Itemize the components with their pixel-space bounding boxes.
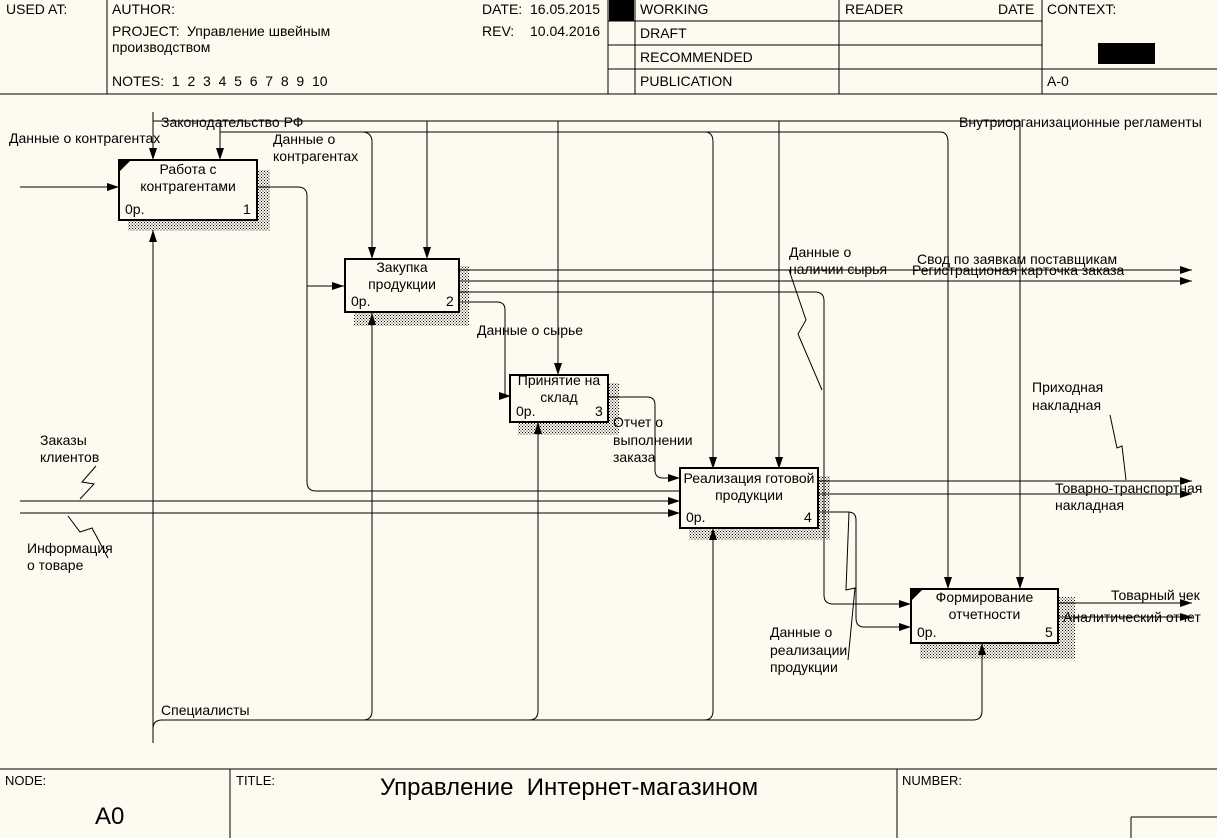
box-4-number: 4	[804, 509, 812, 525]
status-draft: DRAFT	[640, 25, 687, 41]
label-order-report-3: заказа	[613, 449, 656, 465]
box-5-number: 5	[1045, 624, 1053, 640]
project-label: PROJECT:	[112, 23, 180, 39]
activity-box-1	[118, 159, 258, 221]
page-title: Управление Интернет-магазином	[380, 774, 759, 801]
label-raw-data: Данные о сырье	[477, 322, 584, 338]
reader-label: READER	[845, 1, 904, 17]
box-3-title: Принятие на склад	[517, 372, 601, 405]
box-1-cost: 0р.	[125, 201, 145, 217]
label-law: Законодательство РФ	[161, 114, 304, 130]
project-line1: Управление швейным	[187, 23, 331, 39]
label-product-info-2: о товаре	[27, 557, 84, 573]
box-5-title: Формирование отчетности	[935, 589, 1034, 622]
label-receipt-2: накладная	[1032, 397, 1102, 413]
box-4-title: Реализация готовой продукции	[683, 470, 815, 503]
number-label: NUMBER:	[902, 773, 962, 788]
box-1-title: Работа с контрагентами	[140, 161, 236, 194]
box-2-title: Закупка продукции	[368, 259, 436, 292]
status-working: WORKING	[640, 1, 709, 17]
context-box	[1098, 43, 1155, 64]
label-receipt-check: Товарный чек	[1111, 587, 1200, 603]
reader-date-label: DATE	[998, 1, 1035, 17]
status-publication: PUBLICATION	[640, 73, 733, 89]
header-frame	[0, 0, 1217, 95]
rev-value: 10.04.2016	[530, 23, 601, 39]
working-marker	[609, 0, 634, 21]
label-raw-availability-1: Данные о	[789, 244, 852, 260]
label-supplier-summary: Свод по заявкам поставщикам	[917, 251, 1118, 267]
label-waybill-1: Товарно-транспортная	[1055, 480, 1203, 496]
activity-box-2	[344, 258, 460, 313]
box-2-number: 2	[446, 293, 454, 309]
label-order-report-2: выполнении	[613, 432, 693, 448]
context-node: A-0	[1047, 73, 1069, 89]
label-data-contractors-in: Данные о контрагентах	[9, 130, 161, 146]
label-receipt-1: Приходная	[1032, 379, 1104, 395]
box-3-cost: 0р.	[516, 403, 536, 419]
project-line2: производством	[112, 39, 211, 55]
activity-box-4	[679, 467, 819, 529]
label-waybill-2: накладная	[1055, 497, 1125, 513]
activity-boxes	[118, 159, 1059, 644]
label-specialists: Специалисты	[161, 702, 250, 718]
label-product-info-1: Информация	[27, 540, 113, 556]
node-label: NODE:	[5, 773, 47, 788]
author-label: AUTHOR:	[112, 1, 175, 17]
label-data-contractors-out-2: контрагентах	[273, 148, 359, 164]
date-label: DATE:	[482, 1, 523, 17]
label-sales-1: Данные о	[770, 624, 833, 640]
activity-box-5	[910, 588, 1059, 644]
label-sales-2: реализации	[770, 642, 848, 658]
box-4-cost: 0р.	[686, 509, 706, 525]
footer-frame	[0, 768, 1217, 838]
node-value: A0	[95, 803, 125, 830]
used-at-label: USED AT:	[6, 1, 68, 17]
label-raw-availability-2: наличии сырья	[789, 261, 888, 277]
label-orders-1: Заказы	[40, 432, 87, 448]
date-value: 16.05.2015	[530, 1, 601, 17]
box-3-number: 3	[595, 403, 603, 419]
context-label: CONTEXT:	[1047, 1, 1117, 17]
label-orders-2: клиентов	[40, 449, 100, 465]
box-1-number: 1	[243, 201, 251, 217]
activity-box-3	[509, 374, 609, 423]
label-order-card: Регистрационая карточка заказа	[912, 262, 1125, 278]
arrows	[20, 112, 1192, 743]
label-data-contractors-out-1: Данные о	[273, 131, 336, 147]
label-sales-3: продукции	[770, 659, 838, 675]
label-internal-regulations: Внутриорганизационные регламенты	[959, 114, 1202, 130]
box-5-cost: 0р.	[917, 624, 937, 640]
box-corner-marks	[119, 160, 923, 601]
status-recommended: RECOMMENDED	[640, 49, 753, 65]
label-order-report-1: Отчет о	[613, 414, 664, 430]
notes: NOTES: 1 2 3 4 5 6 7 8 9 10	[112, 73, 328, 89]
title-label: TITLE:	[236, 773, 276, 788]
label-analytic-report: Аналитический отчет	[1063, 609, 1201, 625]
rev-label: REV:	[482, 23, 515, 39]
box-2-cost: 0р.	[351, 293, 371, 309]
